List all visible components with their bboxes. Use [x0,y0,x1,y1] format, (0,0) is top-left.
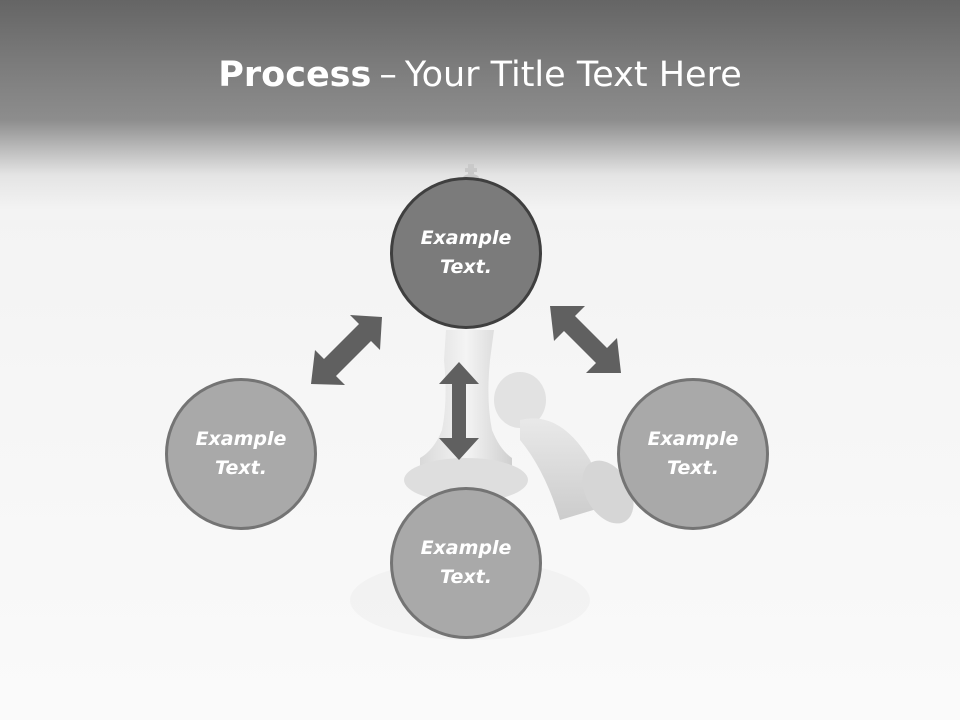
title-bold: Process [218,55,372,95]
process-node-bottom: Example Text. [390,487,542,639]
node-top-label: Example Text. [420,227,512,278]
process-node-left: Example Text. [165,378,317,530]
node-left-label: Example Text. [195,428,287,479]
arrow-vertical [439,362,479,460]
arrow-left-diagonal [311,315,382,385]
process-node-right: Example Text. [617,378,769,530]
page-title: Process–Your Title Text Here [0,52,960,98]
arrow-right-diagonal [550,306,621,373]
node-right-label: Example Text. [647,428,739,479]
process-node-top: Example Text. [390,177,542,329]
title-dash: – [379,55,397,95]
title-rest: Your Title Text Here [404,55,742,95]
node-bottom-label: Example Text. [420,537,512,588]
